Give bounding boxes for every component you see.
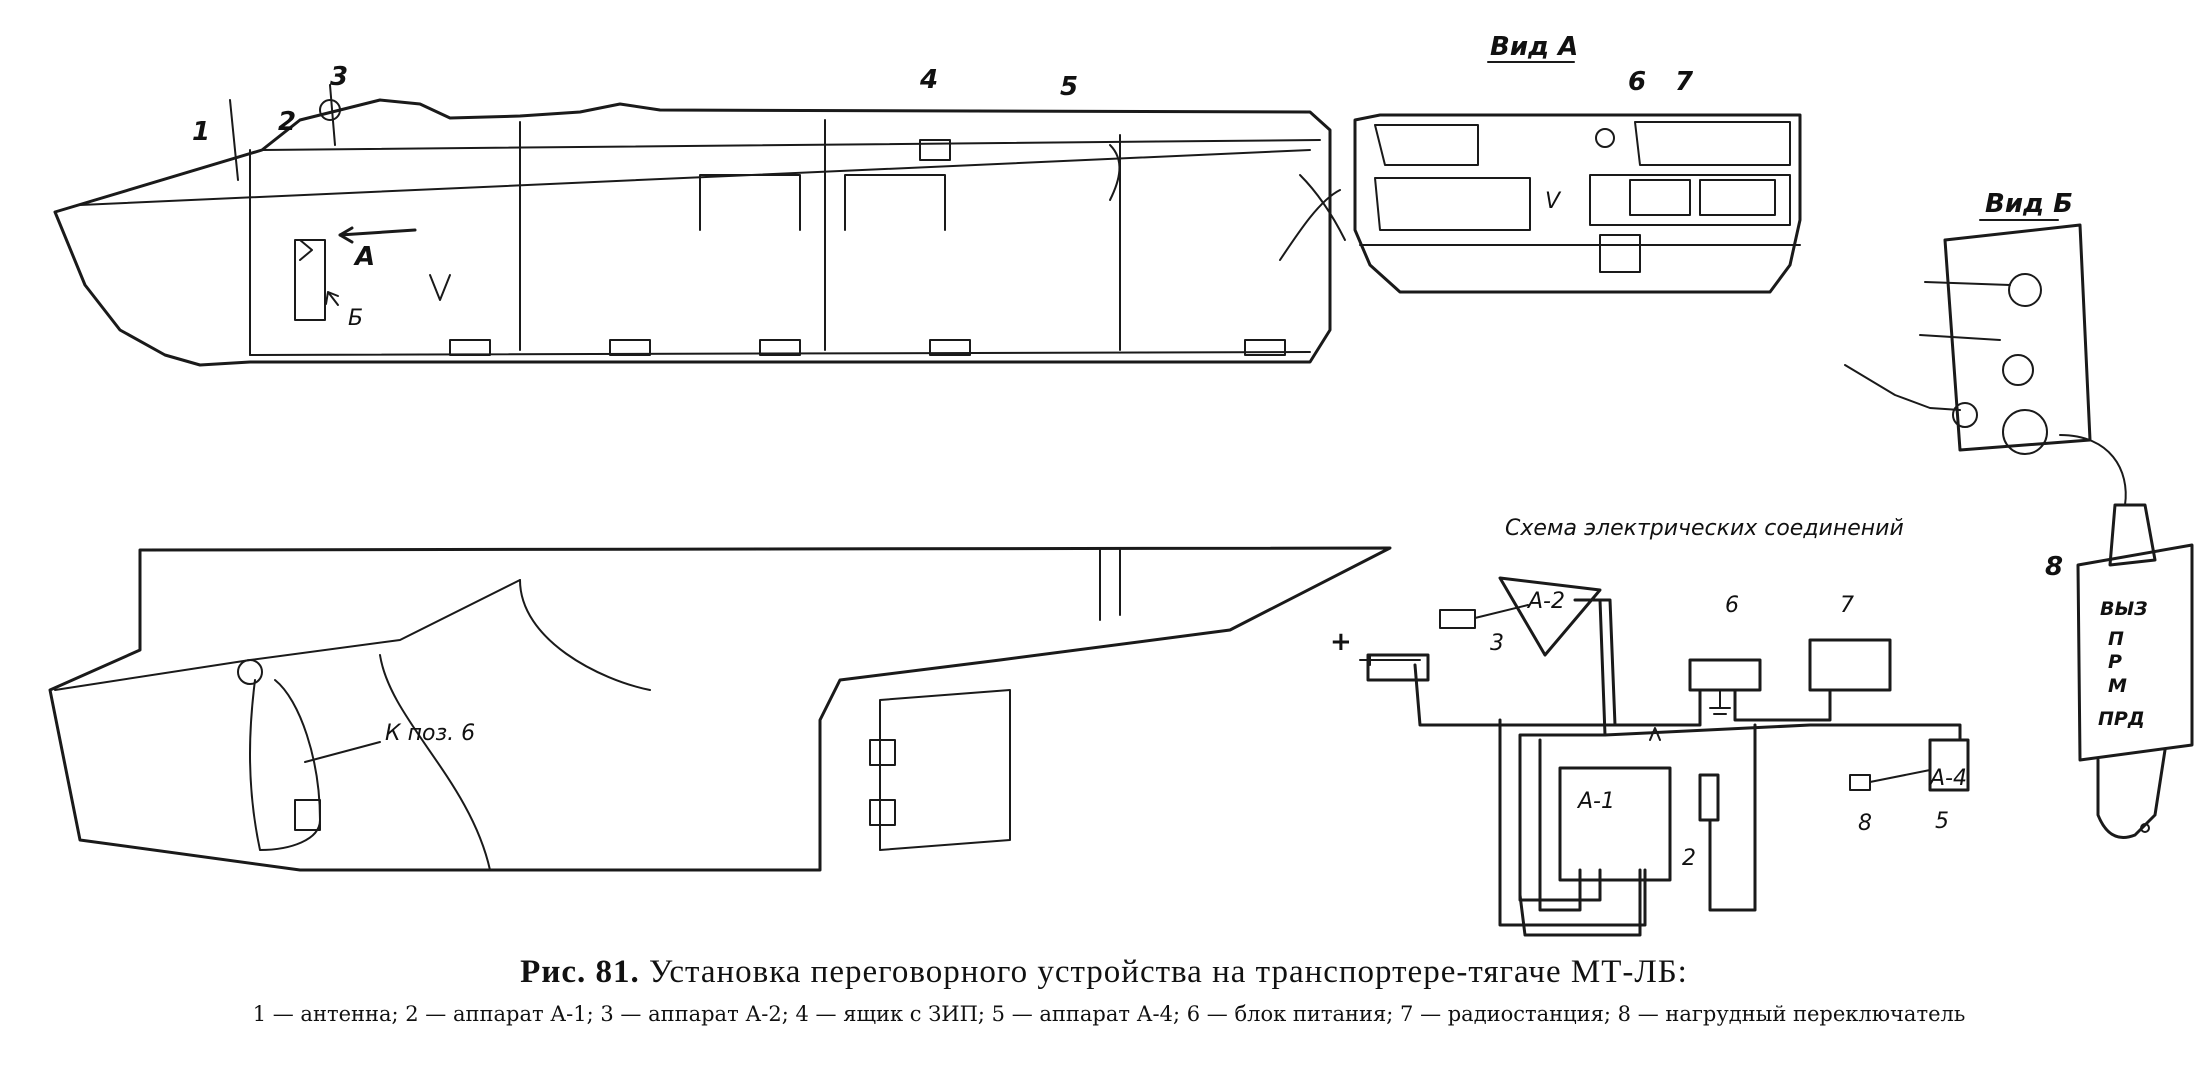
schema-callout-8: 8	[1858, 811, 1872, 836]
schema-callout-6: 6	[1725, 593, 1739, 618]
schema-callout-5: 5	[1935, 809, 1949, 834]
callout-2: 2	[278, 107, 296, 137]
schema-title: Схема электрических соединений	[1505, 516, 1904, 541]
callout-6: 6	[1628, 67, 1646, 97]
lower-label-k-poz: К поз. 6	[385, 721, 475, 746]
switch-label-r: Р	[2108, 651, 2122, 673]
hull-lower-view	[48, 546, 1392, 872]
switch-label-m: М	[2108, 675, 2127, 697]
callout-5: 5	[1060, 72, 1078, 102]
schema-callout-3: 3	[1490, 631, 1504, 656]
callout-3: 3	[330, 62, 348, 92]
callout-7: 7	[1675, 67, 1694, 97]
figure-number: Рис. 81.	[520, 954, 640, 990]
schema-a1-label: А-1	[1576, 789, 1615, 814]
view-b	[1844, 223, 2194, 839]
schema-callout-7: 7	[1840, 593, 1854, 618]
view-a-mark: V	[1545, 189, 1562, 214]
wiring-schema	[1359, 576, 1970, 937]
view-a	[1353, 113, 1802, 294]
schema-plus: +	[1330, 627, 1352, 657]
hull-side-view	[53, 84, 1346, 367]
callout-8: 8	[2045, 552, 2063, 582]
callout-4: 4	[919, 65, 938, 95]
arrow-a-label: А	[353, 242, 375, 272]
arrow-b-label: Б	[348, 306, 363, 331]
figure-caption-title: Рис. 81. Установка переговорного устройс…	[0, 954, 2208, 991]
schema-a4-label: А-4	[1928, 766, 1967, 791]
callout-1: 1	[192, 117, 210, 147]
figure-legend: 1 — антенна; 2 — аппарат А-1; 3 — аппара…	[252, 1002, 1966, 1026]
switch-label-vyz: ВЫЗ	[2100, 598, 2148, 620]
view-b-title: Вид Б	[1985, 189, 2073, 219]
figure-caption-text: Установка переговорного устройства на тр…	[648, 954, 1688, 990]
schema-a2-label: А-2	[1526, 589, 1565, 614]
view-a-title: Вид А	[1490, 32, 1578, 62]
switch-label-prd: ПРД	[2098, 708, 2145, 730]
schema-callout-2: 2	[1682, 846, 1696, 871]
switch-label-p: П	[2108, 628, 2124, 650]
